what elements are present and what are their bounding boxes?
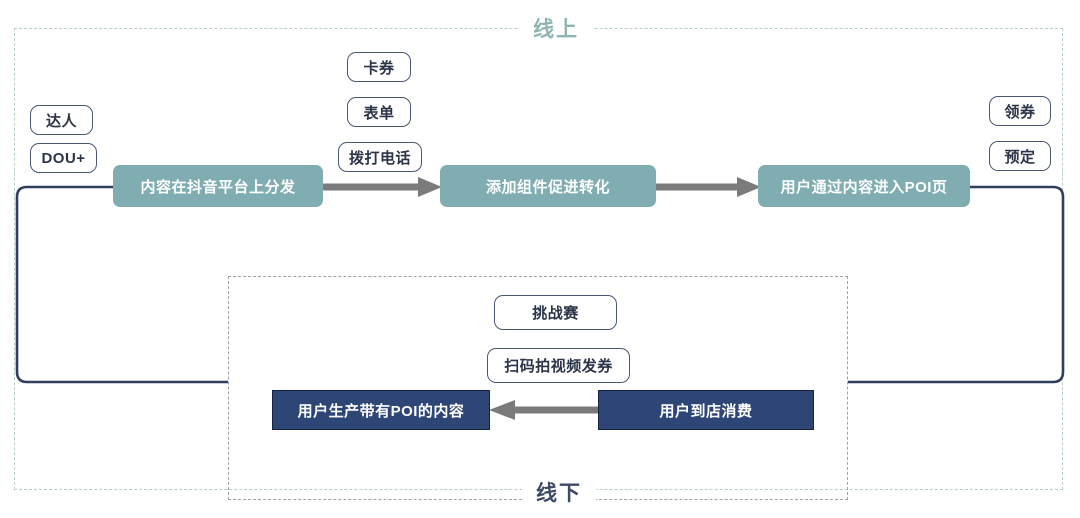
process-box-distribute[interactable]: 内容在抖音平台上分发 xyxy=(113,165,323,207)
pill-lingjuan[interactable]: 领券 xyxy=(989,96,1051,126)
process-box-poi[interactable]: 用户通过内容进入POI页 xyxy=(758,165,970,207)
pill-kajuan[interactable]: 卡券 xyxy=(347,52,411,82)
region-title-offline: 线下 xyxy=(522,478,596,509)
pill-saoma-video-coupon[interactable]: 扫码拍视频发券 xyxy=(487,348,630,383)
pill-dial-phone[interactable]: 拨打电话 xyxy=(338,142,422,172)
pill-tiaozhansai[interactable]: 挑战赛 xyxy=(494,295,617,330)
pill-daren[interactable]: 达人 xyxy=(30,105,93,135)
process-box-produce[interactable]: 用户生产带有POI的内容 xyxy=(272,390,490,430)
process-box-consume[interactable]: 用户到店消费 xyxy=(598,390,814,430)
pill-biaodan[interactable]: 表单 xyxy=(347,97,411,127)
region-title-online: 线上 xyxy=(519,14,593,45)
process-box-component[interactable]: 添加组件促进转化 xyxy=(440,165,656,207)
pill-yuding[interactable]: 预定 xyxy=(989,141,1051,171)
pill-dou-plus[interactable]: DOU+ xyxy=(30,143,97,173)
